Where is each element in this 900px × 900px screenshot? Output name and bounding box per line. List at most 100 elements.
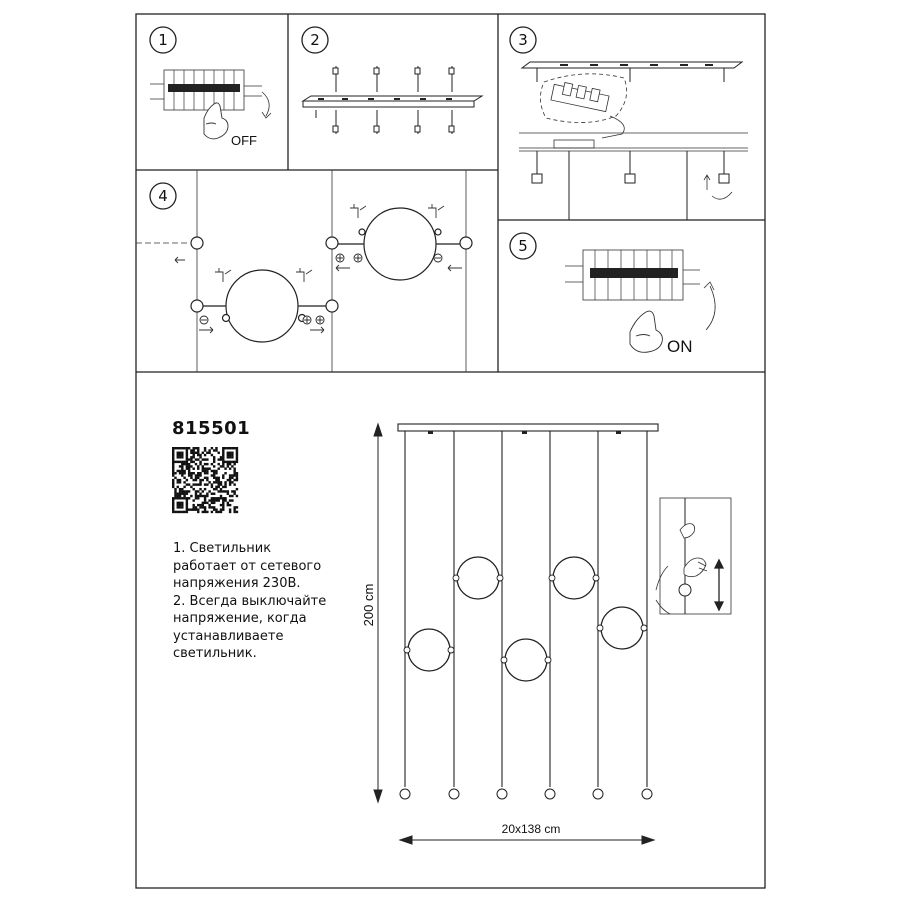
wire-nut-icon	[315, 66, 455, 134]
qr-module	[235, 472, 239, 475]
arrow-rotate-icon	[261, 91, 270, 117]
qr-module	[215, 447, 218, 450]
qr-module	[185, 465, 189, 468]
qr-module	[183, 462, 186, 466]
qr-module	[172, 485, 175, 489]
ceiling-plate-diagram	[301, 66, 484, 134]
qr-module	[172, 483, 175, 486]
qr-module	[226, 462, 230, 466]
qr-module	[178, 451, 182, 454]
qr-module	[219, 458, 223, 461]
qr-module	[181, 503, 184, 507]
qr-module	[219, 503, 223, 507]
qr-module	[194, 497, 198, 500]
qr-module	[187, 474, 191, 477]
qr-module	[185, 451, 189, 454]
arrow-rotate-icon	[703, 174, 733, 200]
qr-module	[222, 460, 225, 464]
qr-module	[208, 451, 211, 454]
qr-module	[231, 465, 234, 468]
qr-module	[217, 478, 220, 482]
qr-module	[231, 474, 234, 477]
qr-module	[226, 490, 230, 493]
qr-module	[233, 469, 236, 473]
qr-module	[203, 510, 207, 514]
qr-module	[172, 451, 175, 454]
qr-module	[219, 465, 223, 468]
qr-module	[212, 497, 216, 500]
qr-module	[185, 460, 189, 464]
qr-module	[217, 499, 220, 502]
qr-module	[224, 447, 227, 450]
qr-module	[192, 451, 195, 454]
qr-module	[212, 501, 216, 505]
qr-module	[181, 460, 184, 464]
qr-module	[222, 506, 225, 509]
qr-module	[192, 460, 195, 464]
qr-module	[194, 476, 198, 480]
qr-module	[176, 501, 179, 505]
qr-module	[174, 472, 177, 475]
qr-module	[228, 478, 232, 482]
qr-module	[197, 458, 200, 461]
qr-module	[172, 497, 175, 500]
qr-module	[197, 497, 200, 500]
qr-module	[185, 449, 189, 452]
circuit-breaker-icon	[565, 249, 700, 301]
qr-module	[183, 472, 186, 475]
qr-module	[215, 499, 218, 502]
qr-module	[197, 447, 200, 450]
qr-module	[233, 510, 236, 514]
qr-module	[235, 451, 239, 454]
qr-module	[210, 497, 214, 500]
qr-module	[206, 469, 209, 473]
qr-module	[172, 462, 175, 466]
qr-module	[178, 465, 182, 468]
qr-module	[185, 456, 189, 459]
qr-module	[194, 490, 198, 493]
qr-module	[224, 490, 227, 493]
qr-module	[217, 510, 220, 514]
qr-module	[208, 449, 211, 452]
qr-module	[231, 494, 234, 498]
qr-module	[174, 447, 177, 450]
qr-module	[212, 474, 216, 477]
qr-module	[178, 460, 182, 464]
qr-module	[197, 483, 200, 486]
qr-module	[233, 490, 236, 493]
qr-module	[206, 494, 209, 498]
qr-module	[228, 447, 232, 450]
qr-module	[226, 451, 230, 454]
qr-module	[190, 456, 193, 459]
qr-module	[206, 492, 209, 495]
qr-module	[178, 487, 182, 491]
globe-connection-right	[325, 207, 473, 281]
qr-module	[183, 469, 186, 473]
safety-notes: 1. Светильник работает от сетевого напря…	[173, 540, 373, 663]
qr-module	[172, 453, 175, 457]
qr-module	[226, 453, 230, 457]
qr-module	[194, 451, 198, 454]
step-5-number: 5	[518, 237, 528, 255]
qr-module	[176, 460, 179, 464]
qr-module	[231, 481, 234, 484]
qr-module	[210, 469, 214, 473]
qr-module	[222, 485, 225, 489]
qr-module	[215, 469, 218, 473]
qr-module	[235, 478, 239, 482]
qr-module	[185, 483, 189, 486]
qr-module	[222, 456, 225, 459]
qr-module	[181, 497, 184, 500]
qr-module	[178, 492, 182, 495]
qr-module	[208, 503, 211, 507]
qr-module	[208, 490, 211, 493]
qr-module	[176, 494, 179, 498]
qr-module	[197, 472, 200, 475]
qr-module	[185, 501, 189, 505]
qr-module	[215, 476, 218, 480]
step-5-panel: 5 ON	[509, 232, 716, 356]
qr-module	[192, 487, 195, 491]
qr-module	[197, 494, 200, 498]
qr-module	[201, 467, 205, 470]
